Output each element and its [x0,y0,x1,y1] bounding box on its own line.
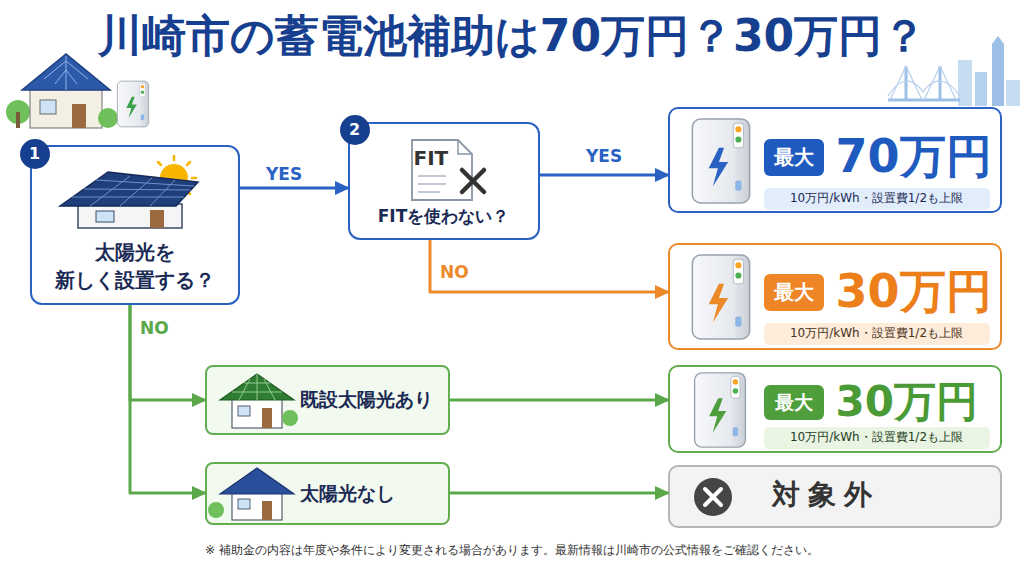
tree-trunk [16,112,20,128]
flow-arrow [130,305,205,493]
door [72,104,86,128]
condition-text: 10万円/kWh・設置費1/2も上限 [764,427,990,449]
window [40,100,56,114]
tree [6,100,30,124]
flow-arrow [130,305,205,400]
max-text: 最大 [764,385,824,420]
panel-grid [44,56,88,90]
bridge-cable [888,66,960,100]
option-box: 既設太陽光あり [205,365,450,435]
building [958,60,972,106]
flow-arrow [450,399,668,402]
house-wall [30,86,102,128]
result-box: 30万円最大 10万円/kWh・設置費1/2も上限 [668,365,1002,453]
icon-text: FIT [414,146,449,170]
result-box: 70万円最大 10万円/kWh・設置費1/2も上限 [668,107,1002,213]
edge-label: YES [586,146,622,166]
condition-chip: 10万円/kWh・設置費1/2も上限 [764,427,990,449]
battery-icon [117,81,148,127]
diagram-caption: ※ 補助金の内容は年度や条件により変更される場合があります。最新情報は川崎市の公… [0,543,1024,557]
flow-arrow [430,240,668,292]
header-house [6,54,149,128]
max-badge: 最大 [764,274,824,311]
condition-chip: 10万円/kWh・設置費1/2も上限 [764,323,990,345]
flow-arrow [450,492,668,495]
step-number: 2 [340,115,370,145]
flow-arrow [240,187,348,190]
option-text: 太陽光なし [300,482,395,505]
max-text: 最大 [764,274,824,311]
tower [992,36,1004,106]
amount-text: 70万円 [836,129,992,184]
max-badge: 最大 [764,139,824,176]
edge-label: NO [440,262,469,282]
excluded-box: 対象外 [668,465,1002,528]
building [1006,80,1020,106]
edge-label: YES [266,164,302,184]
condition-text: 10万円/kWh・設置費1/2も上限 [764,188,990,210]
amount-text: 30万円 [836,377,978,427]
diagram-title: 川崎市の蓄電池補助は70万円？30万円？ [0,10,1024,63]
amount-text: 30万円 [836,264,992,319]
condition-chip: 10万円/kWh・設置費1/2も上限 [764,188,990,210]
max-text: 最大 [764,139,824,176]
flow-arrow [540,174,668,177]
bridge-tower [906,66,940,100]
question-text: 太陽光を 新しく設置する？ [30,238,240,294]
tree [98,108,118,128]
max-badge: 最大 [764,385,824,420]
question-text: FITを使わない？ [348,206,540,226]
step-badge: 1 [20,139,50,169]
step-badge: 2 [340,115,370,145]
question-box: FITFITを使わない？2 [348,122,540,240]
condition-text: 10万円/kWh・設置費1/2も上限 [764,323,990,345]
option-box: 太陽光なし [205,462,450,525]
option-text: 既設太陽光あり [300,388,433,411]
building [975,72,987,106]
solar-roof [22,54,110,90]
bridge-deck [888,99,960,102]
result-box: 30万円最大 10万円/kWh・設置費1/2も上限 [668,243,1002,350]
excluded-text: 対象外 [772,478,880,512]
edge-label: NO [140,318,169,338]
question-box: 太陽光を 新しく設置する？1 [30,145,240,305]
step-number: 1 [20,139,50,169]
